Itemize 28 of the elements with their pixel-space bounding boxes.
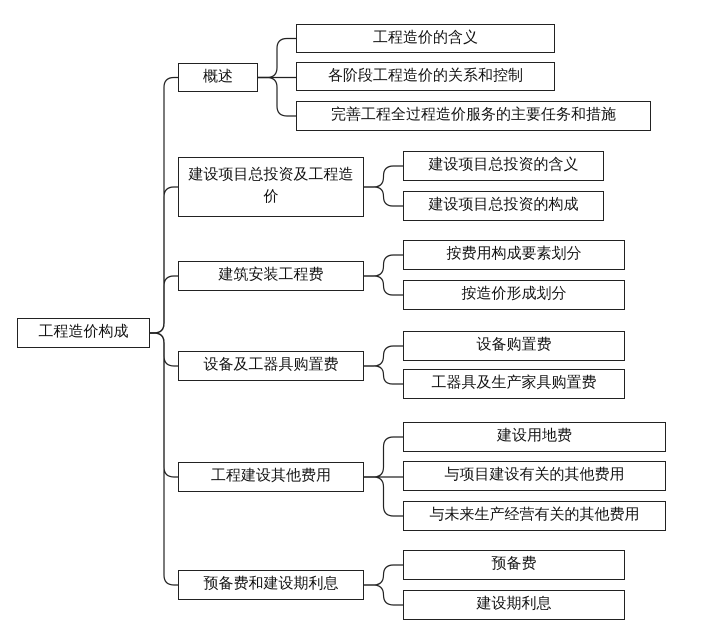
connector-line — [364, 186, 403, 207]
connector-line — [150, 332, 178, 586]
text-box: 概述 — [178, 63, 258, 92]
connector-line — [364, 584, 403, 606]
text-box: 建设项目总投资的含义 — [403, 151, 604, 181]
text-box: 与项目建设有关的其他费用 — [403, 461, 666, 491]
text-box: 各阶段工程造价的关系和控制 — [296, 62, 555, 91]
text-box: 预备费和建设期利息 — [178, 570, 364, 600]
text-box: 按费用构成要素划分 — [403, 240, 625, 270]
text-box: 按造价形成划分 — [403, 280, 625, 310]
text-box: 建设项目总投资及工程造价 — [178, 157, 364, 217]
text-box: 工程造价构成 — [17, 318, 150, 348]
text-box: 建设期利息 — [403, 590, 625, 620]
text-box: 工程造价的含义 — [296, 24, 555, 53]
text-box: 设备及工器具购置费 — [178, 351, 364, 381]
connector-line — [364, 476, 403, 517]
text-box: 工器具及生产家具购置费 — [403, 369, 625, 399]
connector-line — [364, 365, 403, 385]
text-box: 建设用地费 — [403, 422, 666, 452]
text-box: 建筑安装工程费 — [178, 261, 364, 291]
connector-line — [364, 275, 403, 296]
text-box: 建设项目总投资的构成 — [403, 191, 604, 221]
connector-line — [258, 76, 296, 117]
text-box: 与未来生产经营有关的其他费用 — [403, 501, 666, 531]
text-box: 预备费 — [403, 550, 625, 580]
text-box: 完善工程全过程造价服务的主要任务和措施 — [296, 101, 651, 131]
text-box: 设备购置费 — [403, 331, 625, 361]
text-box: 工程建设其他费用 — [178, 462, 364, 492]
